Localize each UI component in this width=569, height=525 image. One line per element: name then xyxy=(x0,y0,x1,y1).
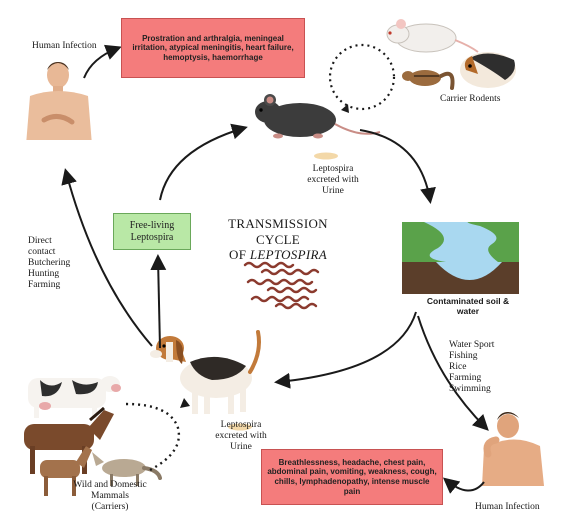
contaminated-soil-label: Contaminated soil & water xyxy=(408,297,528,317)
chipmunk-illustration xyxy=(402,70,453,88)
symptoms-box-top: Prostration and arthralgia, meningeal ir… xyxy=(121,18,305,78)
human-infection-bottom-label: Human Infection xyxy=(475,502,540,513)
carrier-rodents-label: Carrier Rodents xyxy=(440,94,500,105)
title-line-1: TRANSMISSION CYCLE xyxy=(213,216,343,247)
arrow-rodent-to-water xyxy=(360,130,430,200)
title-line-2: OF LEPTOSPIRA xyxy=(213,247,343,263)
water-activities-label: Water Sport Fishing Rice Farming Swimmin… xyxy=(449,340,494,395)
arrow-human-bottom-to-symptoms xyxy=(446,480,484,491)
dotted-arc-arrowhead xyxy=(180,398,190,408)
dog-illustration xyxy=(150,332,259,414)
human-top-illustration xyxy=(26,62,92,146)
contaminated-water-illustration xyxy=(402,222,519,294)
symptoms-box-bottom: Breathlessness, headache, chest pain, ab… xyxy=(261,449,443,505)
arrow-dog-to-free-living xyxy=(158,258,160,348)
mouse-illustration xyxy=(255,94,380,139)
wild-domestic-mammals-label: Wild and Domestic Mammals (Carriers) xyxy=(60,480,160,513)
human-bottom-illustration xyxy=(482,412,544,486)
human-infection-top-label: Human Infection xyxy=(32,41,97,52)
arrow-water-to-dog xyxy=(278,312,416,382)
leptospira-bacteria xyxy=(245,263,318,308)
arrow-human-to-symptoms xyxy=(84,48,118,78)
white-rat-illustration xyxy=(387,19,478,52)
guinea-pig-illustration xyxy=(460,52,516,88)
leptospira-urine-top-label: Leptospira excreted with Urine xyxy=(298,164,368,197)
arrow-free-living-to-rodent xyxy=(160,128,244,200)
direct-contact-label: Direct contact Butchering Hunting Farmin… xyxy=(28,236,70,291)
rodent-cycle-dotted-circle xyxy=(330,45,394,109)
diagram-title: TRANSMISSION CYCLE OF LEPTOSPIRA xyxy=(213,216,343,263)
leptospira-urine-bottom-label: Leptospira excreted with Urine xyxy=(206,420,276,453)
urine-drop-top xyxy=(314,153,338,160)
arrow-dog-to-human xyxy=(66,172,152,346)
